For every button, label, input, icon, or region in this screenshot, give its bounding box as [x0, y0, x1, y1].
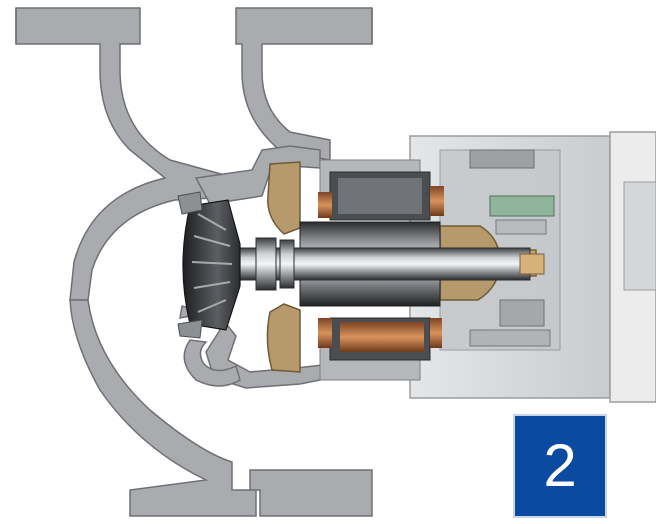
stator-winding-icon — [318, 171, 444, 361]
figure-number: 2 — [543, 432, 577, 499]
figure-number-badge: 2 — [513, 414, 607, 518]
impeller-icon — [177, 191, 241, 339]
pump-housing — [15, 7, 373, 517]
rotor-shaft-icon — [209, 221, 545, 307]
